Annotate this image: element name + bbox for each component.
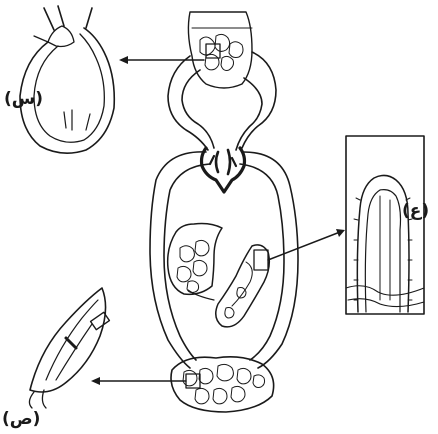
intestine (188, 245, 269, 327)
heart (202, 148, 245, 192)
systemic-circulation-loop (150, 152, 298, 368)
arrow-head-s (119, 56, 128, 64)
lung-capillary-network (188, 12, 252, 88)
liver (168, 224, 222, 295)
muscle-bundle-p (29, 288, 109, 408)
label-s: (س) (4, 89, 43, 109)
arrow-to-villus-a (268, 232, 340, 260)
label-a: (ع) (402, 201, 429, 221)
capillary-loop-s (20, 6, 114, 153)
villus-a (346, 136, 424, 314)
label-p: (ص) (2, 409, 40, 429)
arrow-head-p (91, 377, 100, 385)
